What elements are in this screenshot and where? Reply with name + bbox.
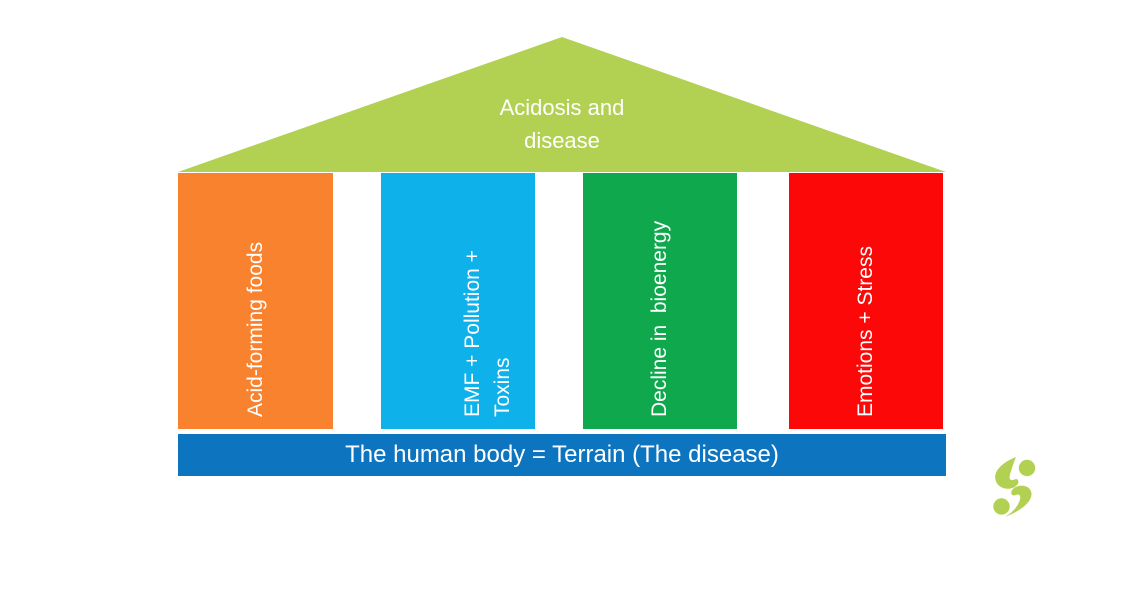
pillar-label-emotions-stress: Emotions + Stress [854,246,877,417]
pillar-label-decline-in-bioenergy: Decline in bioenergy [648,220,671,417]
foundation-bar: The human body = Terrain (The disease) [178,434,946,476]
pillar-decline-in-bioenergy: Decline in bioenergy [583,173,737,429]
brand-logo [990,455,1038,519]
roof-triangle: Acidosis and disease [178,37,946,172]
pillar-acid-forming-foods: Acid-forming foods [178,173,333,429]
foundation-label: The human body = Terrain (The disease) [345,441,779,468]
pillar-label-acid-forming-foods: Acid-forming foods [243,241,267,417]
s-logo-icon [993,457,1036,517]
roof-label: Acidosis and disease [499,95,625,153]
pillar-label-emf-pollution-toxins: EMF + Pollution + Toxins [461,250,514,417]
pillar-emf-pollution-toxins: EMF + Pollution + Toxins [381,173,535,429]
pillar-emotions-stress: Emotions + Stress [789,173,943,429]
